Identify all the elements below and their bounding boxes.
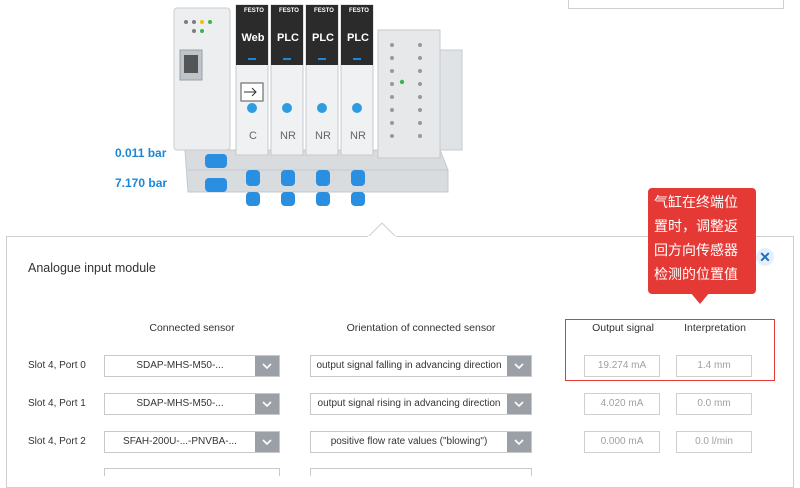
panel-pointer-arrow bbox=[368, 222, 396, 250]
highlight-box bbox=[565, 319, 775, 381]
chevron-down-icon[interactable] bbox=[507, 356, 531, 376]
module-label-bottom: C bbox=[249, 130, 257, 142]
sensor-select-value: SDAP-MHS-M50-... bbox=[136, 360, 224, 371]
output-signal-field: 0.000 mA bbox=[584, 431, 660, 453]
chevron-down-icon[interactable] bbox=[255, 394, 279, 414]
pressure-reading-1: 0.011 bar bbox=[115, 146, 167, 160]
sensor-select[interactable]: SDAP-MHS-M50-... bbox=[104, 355, 280, 377]
chevron-down-icon[interactable] bbox=[255, 432, 279, 452]
orientation-select[interactable]: positive flow rate values ("blowing") bbox=[310, 431, 532, 453]
chevron-down-icon[interactable] bbox=[507, 394, 531, 414]
module-label-top: Web bbox=[241, 32, 265, 44]
module-label-bottom: NR bbox=[350, 130, 366, 142]
module-label-bottom: NR bbox=[280, 130, 296, 142]
col-header-orientation: Orientation of connected sensor bbox=[346, 322, 496, 334]
orientation-select-value: output signal falling in advancing direc… bbox=[316, 360, 502, 371]
close-symbol: ✕ bbox=[759, 248, 771, 265]
slot-label: Slot 4, Port 2 bbox=[28, 436, 86, 447]
brand-label: FESTO bbox=[279, 8, 299, 14]
annotation-callout: 气缸在终端位 置时，调整返 回方向传感器 检测的位置值 bbox=[648, 188, 756, 294]
top-search-box[interactable] bbox=[568, 0, 784, 9]
callout-line: 回方向传感器 bbox=[654, 242, 738, 258]
valve-terminal-illustration bbox=[173, 4, 463, 206]
interpretation-field: 1.4 mm bbox=[676, 355, 752, 377]
brand-label: FESTO bbox=[314, 8, 334, 14]
output-signal-field: 19.274 mA bbox=[584, 355, 660, 377]
callout-line: 检测的位置值 bbox=[654, 266, 738, 282]
callout-line: 置时，调整返 bbox=[654, 218, 738, 234]
module-label-top: PLC bbox=[312, 32, 334, 44]
brand-label: FESTO bbox=[244, 8, 264, 14]
panel-title: Analogue input module bbox=[28, 261, 156, 275]
module-label-top: PLC bbox=[347, 32, 369, 44]
sensor-select[interactable]: SFAH-200U-...-PNVBA-... bbox=[104, 431, 280, 453]
orientation-select[interactable]: output signal rising in advancing direct… bbox=[310, 393, 532, 415]
chevron-down-icon[interactable] bbox=[255, 356, 279, 376]
sensor-select-value: SDAP-MHS-M50-... bbox=[136, 398, 224, 409]
orientation-select-partial[interactable] bbox=[310, 468, 532, 476]
module-label-top: PLC bbox=[277, 32, 299, 44]
callout-line: 气缸在终端位 bbox=[654, 194, 738, 210]
close-icon[interactable]: ✕ bbox=[756, 248, 774, 266]
callout-tail bbox=[690, 292, 710, 304]
col-header-output-signal: Output signal bbox=[592, 322, 654, 334]
pressure-reading-2: 7.170 bar bbox=[115, 176, 168, 190]
interpretation-field: 0.0 mm bbox=[676, 393, 752, 415]
chevron-down-icon[interactable] bbox=[507, 432, 531, 452]
output-signal-field: 4.020 mA bbox=[584, 393, 660, 415]
sensor-select-partial[interactable] bbox=[104, 468, 280, 476]
module-label-bottom: NR bbox=[315, 130, 331, 142]
col-header-connected-sensor: Connected sensor bbox=[149, 322, 235, 334]
brand-label: FESTO bbox=[349, 8, 369, 14]
interpretation-field: 0.0 l/min bbox=[676, 431, 752, 453]
orientation-select-value: output signal rising in advancing direct… bbox=[317, 398, 501, 409]
slot-label: Slot 4, Port 0 bbox=[28, 360, 86, 371]
orientation-select-value: positive flow rate values ("blowing") bbox=[330, 436, 488, 447]
col-header-interpretation: Interpretation bbox=[684, 322, 746, 334]
sensor-select-value: SFAH-200U-...-PNVBA-... bbox=[123, 436, 237, 447]
slot-label: Slot 4, Port 1 bbox=[28, 398, 86, 409]
orientation-select[interactable]: output signal falling in advancing direc… bbox=[310, 355, 532, 377]
sensor-select[interactable]: SDAP-MHS-M50-... bbox=[104, 393, 280, 415]
